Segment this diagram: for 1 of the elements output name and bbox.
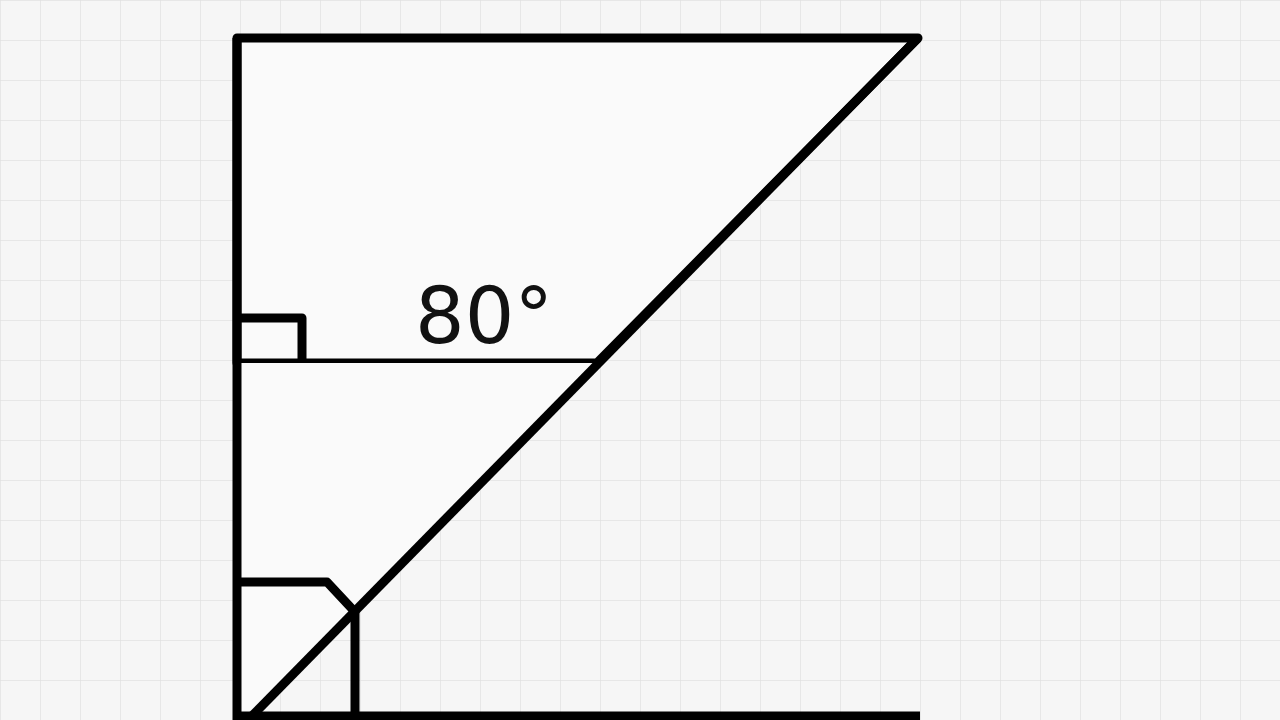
angle-label: 80° xyxy=(415,277,554,355)
